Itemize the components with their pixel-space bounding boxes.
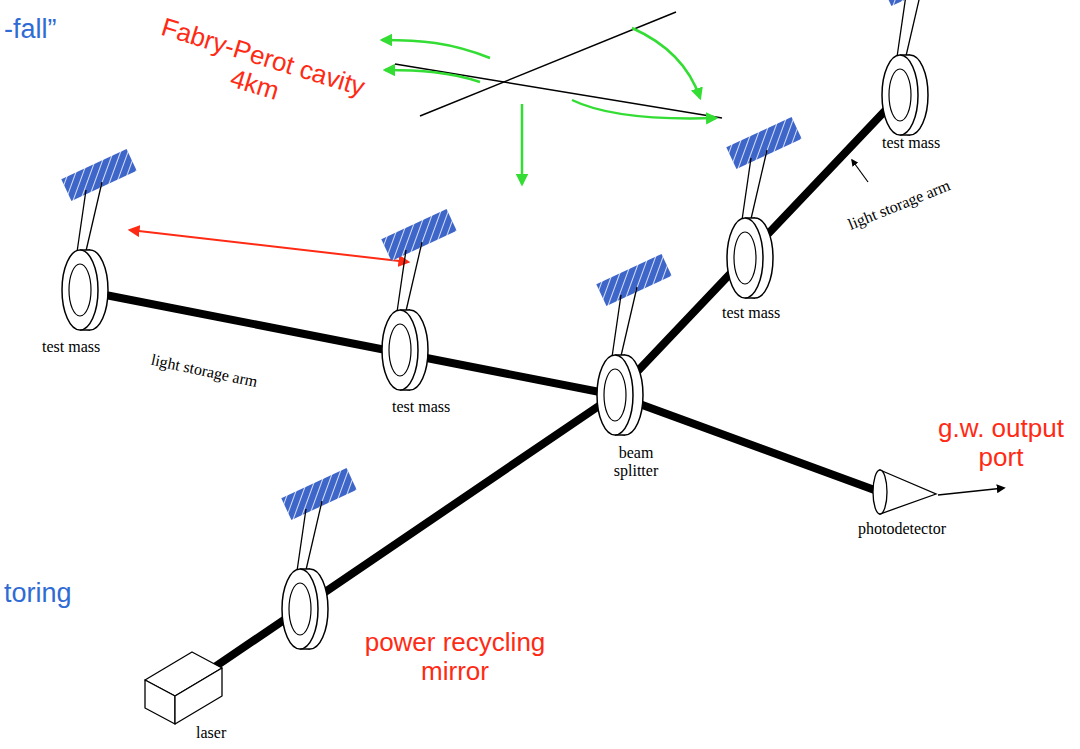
cavity-length-arrow xyxy=(130,230,408,262)
beam-splitter xyxy=(596,254,671,435)
test-mass xyxy=(881,0,956,135)
part-label: test mass xyxy=(392,398,450,416)
test-mass xyxy=(381,209,456,390)
test-mass xyxy=(61,149,136,330)
part-label: light storage arm xyxy=(149,351,259,391)
test-mass xyxy=(726,117,801,298)
gw-polarization-sketch xyxy=(382,12,722,184)
photodetector-symbol xyxy=(873,470,1004,514)
mirror-label: power recycling mirror xyxy=(330,628,580,685)
leader-arrow xyxy=(852,160,868,182)
part-label: test mass xyxy=(722,304,780,322)
partial-heading: toring xyxy=(4,578,72,609)
part-label: laser xyxy=(196,724,226,742)
laser-box xyxy=(145,652,222,724)
part-label: light storage arm xyxy=(846,176,953,233)
part-label: photodetector xyxy=(858,520,946,538)
port-label: g.w. output port xyxy=(928,414,1074,471)
part-label: test mass xyxy=(882,134,940,152)
partial-heading: -fall” xyxy=(4,14,57,45)
part-label: test mass xyxy=(42,338,100,356)
power-recycling-mirror xyxy=(281,468,356,649)
part-label: beam splitter xyxy=(600,444,672,479)
cavity-label: Fabry-Perot cavity 4km xyxy=(125,5,392,136)
laser-beams xyxy=(80,95,900,677)
